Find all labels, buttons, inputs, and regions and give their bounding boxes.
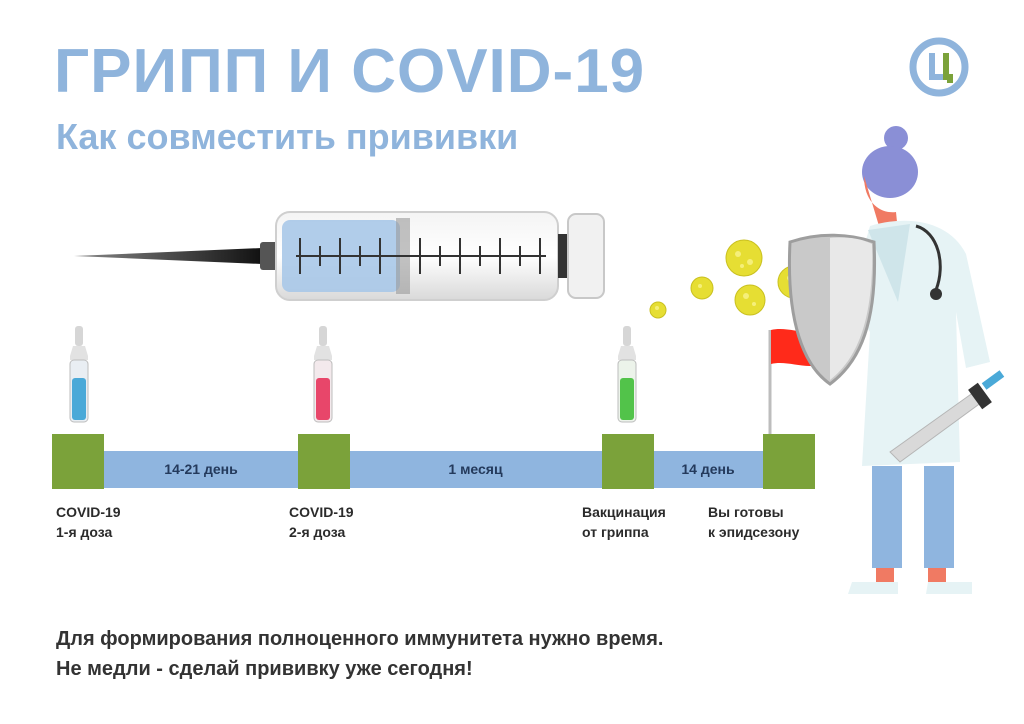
syringe-illustration — [74, 211, 605, 301]
vial-green-icon — [617, 326, 637, 423]
milestone-label-3-line2: от гриппа — [582, 524, 649, 540]
milestone-marker-3 — [602, 434, 654, 489]
footer-text: Для формирования полноценного иммунитета… — [56, 624, 663, 684]
interval-label-1: 14-21 день — [164, 461, 238, 477]
milestone-label-2: COVID-19 2-я доза — [289, 502, 354, 542]
milestone-marker-1 — [52, 434, 104, 489]
page-subtitle: Как совместить прививки — [56, 116, 519, 157]
milestone-label-2-line2: 2-я доза — [289, 524, 346, 540]
milestone-label-1-line1: COVID-19 — [56, 504, 121, 520]
page-title: ГРИПП И COVID-19 — [54, 37, 646, 106]
timeline-bar — [52, 451, 814, 488]
milestone-label-3-line1: Вакцинация — [582, 504, 666, 520]
footer-line-2: Не медли - сделай прививку уже сегодня! — [56, 658, 473, 680]
vial-red-icon — [313, 326, 333, 423]
milestone-marker-2 — [298, 434, 350, 489]
milestone-label-4-line1: Вы готовы — [708, 504, 784, 520]
milestone-label-1-line2: 1-я доза — [56, 524, 113, 540]
milestone-label-4-line2: к эпидсезону — [708, 524, 800, 540]
milestone-label-3: Вакцинация от гриппа — [582, 502, 666, 542]
milestone-marker-4 — [763, 434, 815, 489]
doctor-illustration — [787, 126, 1005, 594]
milestone-label-2-line1: COVID-19 — [289, 504, 354, 520]
milestone-label-1: COVID-19 1-я доза — [56, 502, 121, 542]
milestone-label-4: Вы готовы к эпидсезону — [708, 502, 799, 542]
footer-line-1: Для формирования полноценного иммунитета… — [56, 628, 664, 650]
interval-label-2: 1 месяц — [448, 461, 503, 477]
vial-blue-icon — [69, 326, 89, 423]
ts-logo-icon — [909, 37, 969, 97]
interval-label-3: 14 день — [681, 461, 735, 477]
